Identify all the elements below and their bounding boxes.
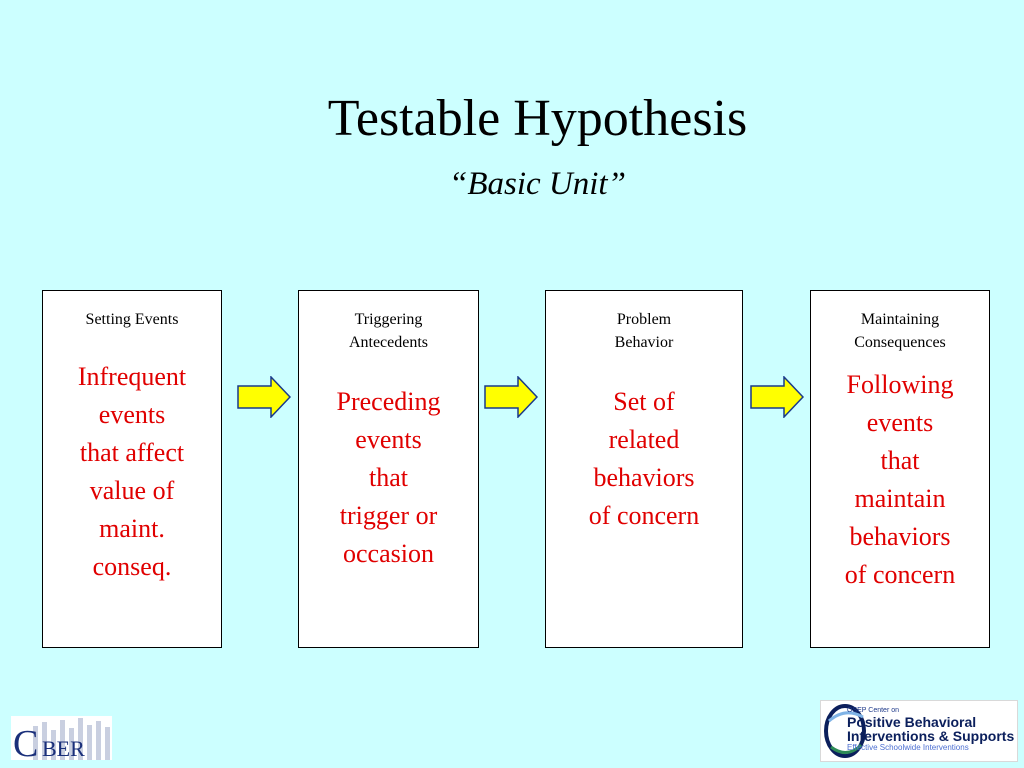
pbis-logo-text: OSEP Center on Positive Behavioral Inter…	[847, 707, 1014, 752]
box-triggering-antecedents: Triggering Antecedents Preceding events …	[298, 290, 479, 648]
box-body: Set of related behaviors of concern	[546, 383, 742, 535]
box-body-line: related	[608, 425, 680, 454]
box-body: Following events that maintain behaviors…	[811, 366, 989, 594]
box-body-line: value of	[89, 476, 175, 505]
box-body-line: conseq.	[92, 552, 172, 581]
box-body-line: of concern	[844, 560, 956, 589]
box-body-line: Set of	[613, 387, 675, 416]
box-body-line: Infrequent	[77, 362, 187, 391]
pbis-logo-swoosh	[824, 704, 866, 758]
box-body-line: behaviors	[849, 522, 951, 551]
pbis-logo-line: Interventions & Supports	[847, 728, 1015, 744]
right-arrow-icon	[484, 376, 538, 418]
box-header-line: Antecedents	[348, 334, 429, 351]
box-body-line: events	[355, 425, 422, 454]
right-arrow-icon	[237, 376, 291, 418]
box-header-line: Setting Events	[85, 311, 179, 328]
box-body-line: events	[98, 400, 166, 429]
box-body-line: that	[369, 463, 408, 492]
box-body-line: that	[880, 446, 920, 475]
box-header-line: Problem	[616, 311, 672, 328]
slide-subtitle: “Basic Unit”	[449, 166, 626, 202]
box-header: Problem Behavior	[546, 308, 742, 354]
box-body-line: of concern	[588, 501, 700, 530]
box-header-line: Triggering	[354, 311, 423, 328]
pbis-logo-line: Effective Schoolwide Interventions	[847, 743, 969, 752]
pbis-logo-line: OSEP Center on	[847, 707, 900, 714]
box-header: Setting Events	[43, 308, 221, 331]
box-problem-behavior: Problem Behavior Set of related behavior…	[545, 290, 743, 648]
cber-logo: C BER	[11, 716, 112, 760]
cber-logo-rest: BER	[42, 736, 85, 760]
box-body-line: occasion	[343, 539, 434, 568]
slide-title: Testable Hypothesis	[327, 90, 748, 147]
box-header: Triggering Antecedents	[299, 308, 478, 354]
box-header-line: Maintaining	[860, 311, 940, 328]
box-body-line: behaviors	[593, 463, 695, 492]
box-body-line: maint.	[99, 514, 165, 543]
box-body: Infrequent events that affect value of m…	[43, 358, 221, 586]
pbis-logo: OSEP Center on Positive Behavioral Inter…	[820, 700, 1018, 762]
box-header-line: Consequences	[854, 334, 946, 351]
right-arrow-icon	[750, 376, 804, 418]
box-setting-events: Setting Events Infrequent events that af…	[42, 290, 222, 648]
box-body-line: trigger or	[339, 501, 438, 530]
cber-logo-c: C	[13, 723, 38, 760]
box-body-line: Preceding	[336, 387, 441, 416]
box-body: Preceding events that trigger or occasio…	[299, 383, 478, 573]
box-body-line: Following	[846, 370, 954, 399]
box-header: Maintaining Consequences	[811, 308, 989, 354]
box-body-line: events	[866, 408, 934, 437]
pbis-logo-line: Positive Behavioral	[847, 714, 977, 730]
box-header-line: Behavior	[614, 334, 674, 351]
box-body-line: maintain	[854, 484, 946, 513]
box-body-line: that affect	[79, 438, 185, 467]
box-maintaining-consequences: Maintaining Consequences Following event…	[810, 290, 990, 648]
